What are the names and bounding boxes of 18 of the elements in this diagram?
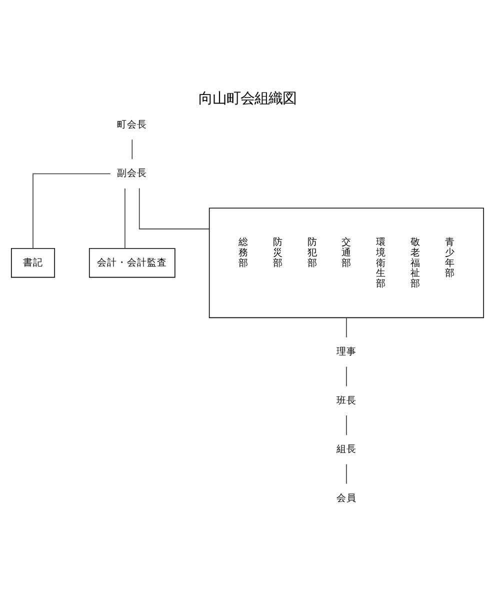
node-text: 町会長 xyxy=(117,118,148,130)
node-text: 副会長 xyxy=(117,168,148,179)
connector xyxy=(138,187,210,229)
connector xyxy=(124,188,126,248)
connector xyxy=(32,172,111,248)
connector xyxy=(346,463,347,484)
node-text: 理事 xyxy=(336,346,356,358)
node-text: 会員 xyxy=(336,492,356,504)
node-box: 会計・会計監査 xyxy=(88,248,176,278)
connector xyxy=(132,138,133,160)
node-box: 総務部 防災部 防犯部 交通部 環境衛生部 敬老福祉部 青少年部 xyxy=(208,207,484,318)
connector xyxy=(346,316,347,338)
node-box: 書記 xyxy=(11,248,55,278)
connector xyxy=(346,366,347,386)
diagram-title: 向山町会組織図 xyxy=(198,90,296,106)
node-text: 班長 xyxy=(336,394,356,406)
node-text: 組長 xyxy=(336,444,356,455)
connector xyxy=(346,414,347,435)
